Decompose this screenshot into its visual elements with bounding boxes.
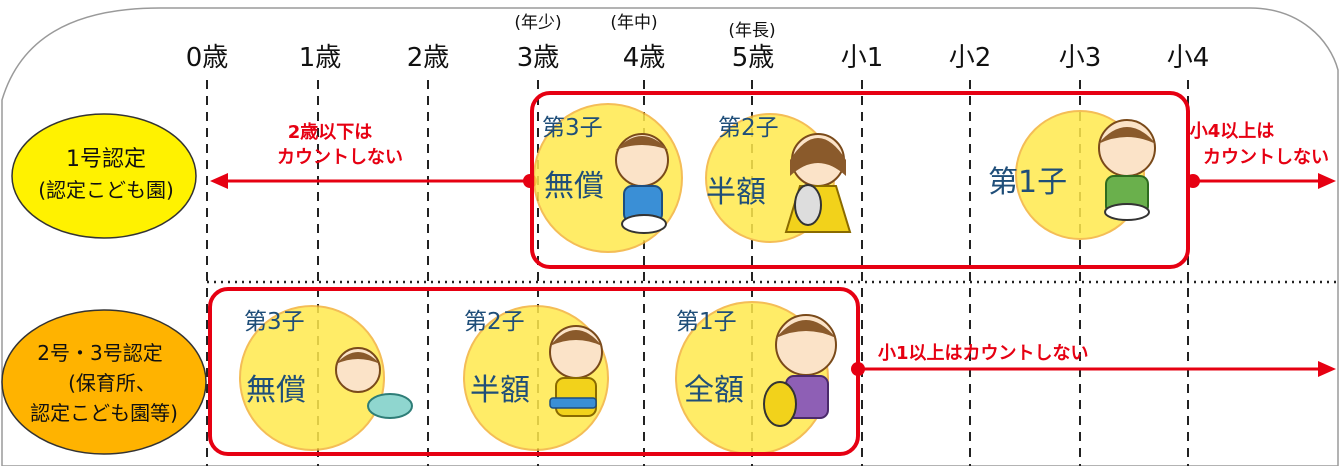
group1-eligible-frame [530, 91, 1190, 269]
age-label-sho3: 小3 [1059, 43, 1102, 73]
child-illustration [615, 133, 669, 234]
group1-label-line2: (認定こども園) [38, 178, 174, 202]
group2-eligible-frame [208, 287, 860, 456]
note-right-line2: カウントしない [1203, 147, 1329, 168]
class-label-nenchu: (年中) [610, 13, 657, 33]
g1-child1-label: 第1子 [988, 165, 1067, 200]
g2-child3-fee: 無償 [246, 373, 306, 408]
age-labels: 0歳 1歳 2歳 3歳 4歳 5歳 小1 小2 小3 小4 [186, 43, 1210, 73]
note-right-line1: 小4以上は [1190, 121, 1275, 142]
child-illustration [1098, 119, 1156, 221]
g1-child2-order: 第2子 [718, 115, 779, 141]
age-label-5: 5歳 [732, 43, 775, 73]
group1-label-line1: 1号認定 [66, 147, 146, 172]
group2-label-line3: 認定こども園等) [30, 401, 178, 425]
group2-label-bubble [1, 309, 207, 455]
group2-label-line1: 2号・3号認定 [37, 341, 162, 365]
note-left-line1: 2歳以下は [288, 122, 373, 143]
age-label-sho2: 小2 [949, 43, 992, 73]
age-label-sho4: 小4 [1167, 43, 1210, 73]
age-label-3: 3歳 [517, 43, 560, 73]
group2-label-line2: (保育所、 [68, 371, 156, 395]
g1-child2-fee: 半額 [706, 175, 766, 210]
child-illustration [549, 325, 603, 417]
circle-g2-c3 [239, 305, 385, 451]
g2-child2-order: 第2子 [464, 309, 525, 335]
age-label-sho1: 小1 [841, 43, 884, 73]
arrow-right-exclusion [1186, 173, 1336, 189]
age-label-0: 0歳 [186, 43, 229, 73]
child-illustration [784, 133, 852, 233]
outer-frame [1, 7, 1339, 466]
g2-child3-order: 第3子 [244, 309, 305, 335]
age-label-4: 4歳 [623, 43, 666, 73]
g1-child3-order: 第3子 [542, 115, 603, 141]
child-illustration [763, 314, 837, 427]
class-label-nensho: (年少) [514, 13, 561, 33]
g2-child2-fee: 半額 [470, 373, 530, 408]
g2-child1-order: 第1子 [676, 309, 737, 335]
age-label-2: 2歳 [407, 43, 450, 73]
age-label-1: 1歳 [299, 43, 342, 73]
class-label-nencho: (年長) [728, 21, 775, 41]
arrow-left-exclusion [210, 173, 537, 189]
g2-child1-fee: 全額 [684, 373, 744, 408]
child-illustration [335, 347, 413, 419]
g1-child3-fee: 無償 [544, 169, 604, 204]
note-right-2: 小1以上はカウントしない [878, 343, 1089, 364]
class-labels: (年少) (年中) (年長) [514, 13, 775, 41]
note-left-line2: カウントしない [277, 147, 403, 168]
group1-label-bubble [11, 113, 197, 239]
